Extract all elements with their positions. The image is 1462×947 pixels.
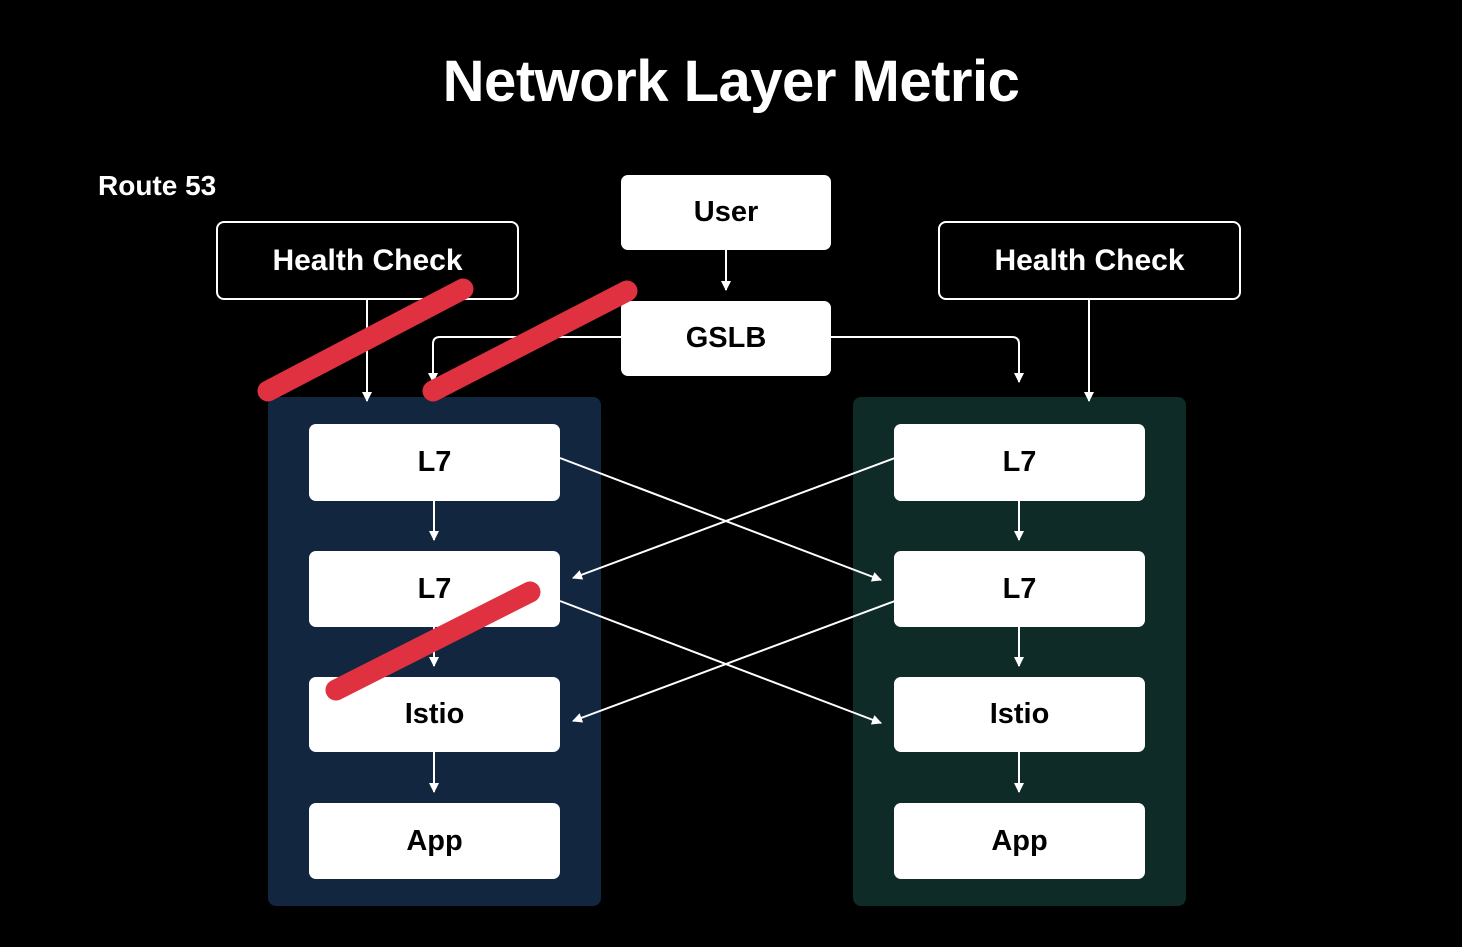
- arrow-gslb-left: [428, 336, 622, 383]
- arrow-cross-left-l7b-to-right-istio: [559, 600, 882, 725]
- right-app-node: App: [894, 803, 1145, 879]
- gslb-node: GSLB: [621, 301, 831, 376]
- route53-label: Route 53: [98, 170, 217, 201]
- arrow-gslb-right: [831, 336, 1024, 383]
- right-istio-node: Istio: [894, 677, 1145, 752]
- strike-mark-left-l7b-istio: [325, 581, 541, 701]
- user-node: User: [621, 175, 831, 250]
- arrow-cross-left-l7a-to-right-l7b: [559, 457, 882, 582]
- strike-mark-gslb-left: [422, 280, 638, 402]
- health-check-right: Health Check: [938, 221, 1241, 300]
- health-check-left: Health Check: [216, 221, 519, 300]
- left-app-node: App: [309, 803, 560, 879]
- page-title: Network Layer Metric: [442, 49, 1020, 114]
- right-l7-node-1: L7: [894, 424, 1145, 501]
- strike-mark-healthcheck-left: [257, 278, 474, 402]
- right-l7-node-2: L7: [894, 551, 1145, 627]
- left-l7-node-1: L7: [309, 424, 560, 501]
- arrow-cross-right-l7a-to-left-l7b: [572, 457, 896, 580]
- arrow-cross-right-l7b-to-left-istio: [572, 600, 896, 723]
